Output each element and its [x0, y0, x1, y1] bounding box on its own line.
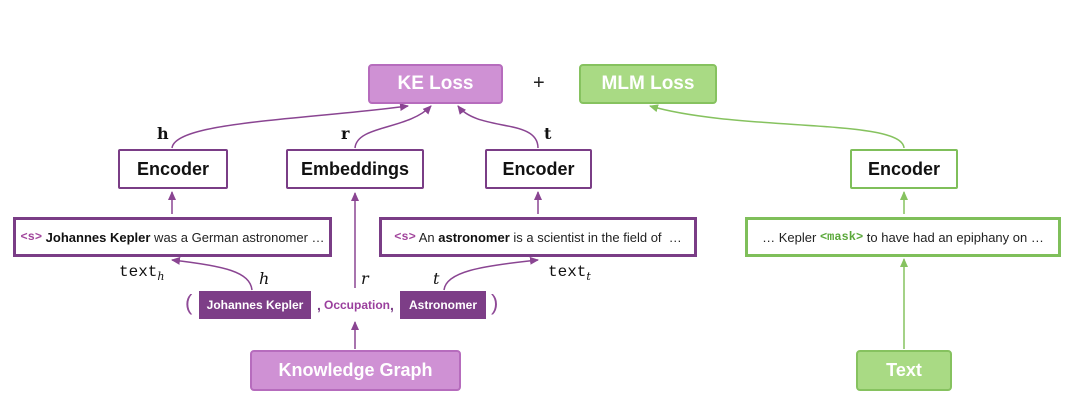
label-r-italic: r [361, 269, 369, 288]
mlm-sentence-rest: to have had an epiphany on … [863, 229, 1044, 245]
text-corpus-box: Text [856, 350, 952, 391]
open-paren: ( [185, 290, 193, 315]
plus-sign: + [533, 72, 545, 94]
label-text-h: texth [119, 263, 165, 284]
head-sentence-rest: was a German astronomer … [150, 229, 325, 245]
mlm-masked-sentence: … Kepler <mask> to have had an epiphany … [745, 217, 1061, 257]
tail-sentence-pre: An [415, 229, 439, 245]
comma-1: , [317, 297, 321, 313]
mlm-encoder-box: Encoder [850, 149, 958, 189]
arrow-head-entity-to-sentence [171, 256, 253, 291]
knowledge-graph-box: Knowledge Graph [250, 350, 461, 391]
arrow-tail-entity-to-sentence [443, 256, 539, 291]
start-token: <s> [20, 230, 43, 244]
mlm-sentence-pre: … Kepler [762, 229, 820, 245]
start-token: <s> [394, 230, 416, 244]
label-text-t: textt [548, 263, 591, 284]
tail-entity-mention: astronomer [438, 229, 510, 245]
label-h-italic: h [259, 269, 270, 288]
head-entity-node: Johannes Kepler [199, 291, 311, 319]
ke-loss-box: KE Loss [368, 64, 503, 104]
arrow-tail-encoder-to-keloss [457, 105, 539, 149]
head-description-sentence: <s> Johannes Kepler was a German astrono… [13, 217, 332, 257]
mlm-loss-box: MLM Loss [579, 64, 717, 104]
head-encoder-box: Encoder [118, 149, 228, 189]
mask-token: <mask> [819, 230, 864, 244]
arrow-embeddings-to-keloss [354, 105, 432, 149]
comma-2: , [390, 297, 394, 313]
label-r-vector: r [341, 124, 350, 143]
tail-encoder-box: Encoder [485, 149, 592, 189]
label-t-vector: t [544, 124, 552, 143]
head-entity-mention: Johannes Kepler [45, 229, 151, 245]
arrow-head-encoder-to-keloss [171, 103, 409, 149]
embeddings-box: Embeddings [286, 149, 424, 189]
arrow-encoder-to-mlmloss [649, 104, 905, 149]
tail-sentence-rest: is a scientist in the field of … [509, 229, 682, 245]
close-paren: ) [491, 290, 499, 315]
relation-occupation: Occupation [324, 298, 391, 312]
label-t-italic: t [433, 269, 440, 288]
tail-description-sentence: <s> An astronomer is a scientist in the … [379, 217, 697, 257]
tail-entity-node: Astronomer [400, 291, 486, 319]
label-h-vector: h [157, 124, 169, 143]
